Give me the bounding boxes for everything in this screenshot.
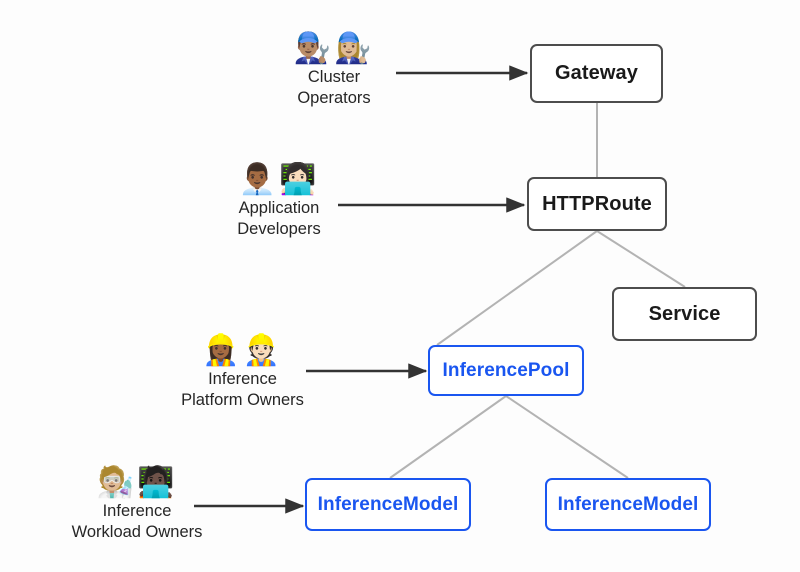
node-label: InferencePool: [442, 359, 570, 381]
node-httproute[interactable]: HTTPRoute: [527, 177, 667, 231]
construction-worker-pair-emoji: 👷🏾‍♀️👷🏻: [202, 334, 283, 367]
persona-label-line: Inference: [208, 370, 277, 388]
node-inferencemodel-right[interactable]: InferenceModel: [545, 478, 711, 531]
node-gateway[interactable]: Gateway: [530, 44, 663, 103]
edge-inferencepool-model-right: [505, 395, 629, 479]
persona-label-line: Operators: [297, 89, 371, 107]
persona-label-line: Platform Owners: [181, 391, 304, 409]
mechanic-pair-emoji: 👨🏽‍🔧👩🏼‍🔧: [293, 32, 375, 65]
persona-label-line: Cluster: [307, 68, 361, 86]
node-label: InferenceModel: [557, 493, 699, 515]
scientist-technologist-pair-emoji: 🧑🏼‍🔬🧑🏿‍💻: [96, 466, 178, 499]
edge-httproute-inferencepool: [436, 230, 598, 346]
node-label: Service: [648, 302, 721, 325]
edge-httproute-service: [596, 230, 686, 288]
persona-label-line: Application: [238, 199, 320, 217]
persona-label-line: Inference: [102, 502, 172, 520]
node-service[interactable]: Service: [612, 287, 757, 341]
node-label: InferenceModel: [317, 493, 459, 515]
persona-label-line: Developers: [237, 220, 321, 238]
node-inferencepool[interactable]: InferencePool: [428, 345, 584, 396]
node-label: Gateway: [555, 62, 638, 84]
node-label: HTTPRoute: [542, 192, 652, 215]
persona-label-line: Workload Owners: [71, 523, 203, 541]
edge-inferencepool-model-left: [389, 395, 507, 479]
office-worker-technologist-pair-emoji: 👨🏾‍💼👩🏻‍💻: [238, 163, 320, 196]
persona-arrows: [194, 65, 529, 514]
node-inferencemodel-left[interactable]: InferenceModel: [305, 478, 471, 531]
